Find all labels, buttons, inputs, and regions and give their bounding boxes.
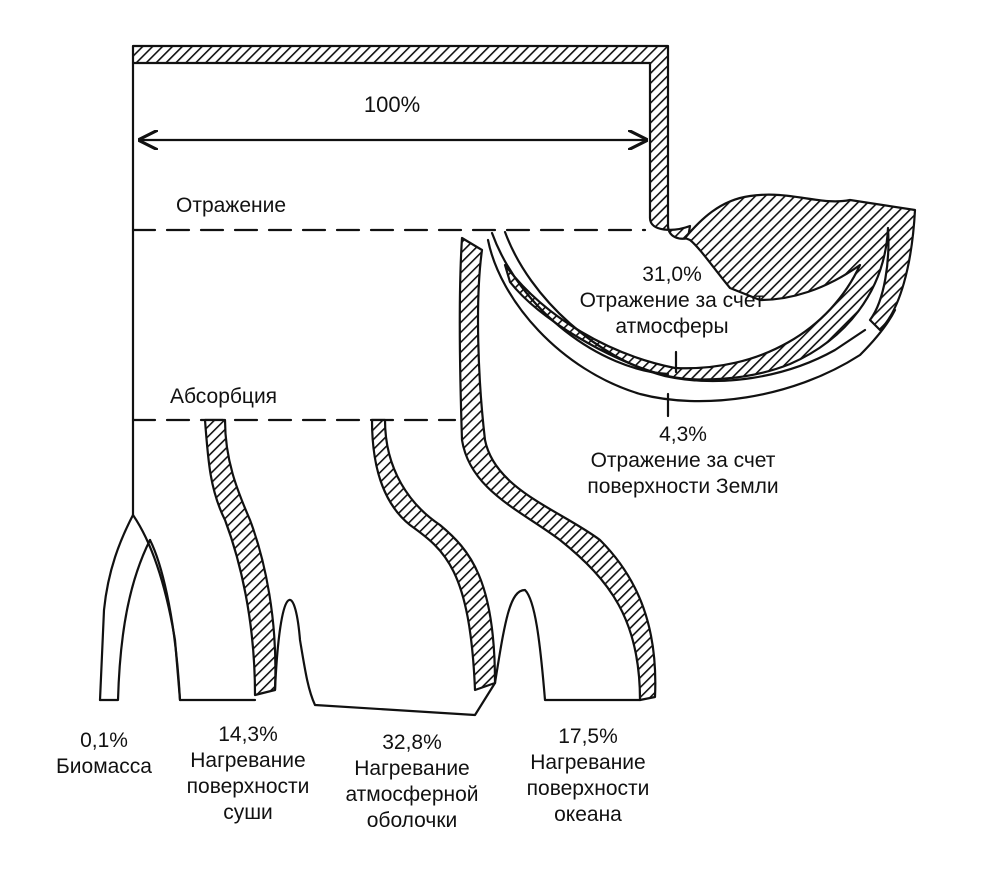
biomass-inner bbox=[98, 538, 152, 702]
output-line1: Нагревание bbox=[190, 749, 306, 772]
surface-reflection-line1: Отражение за счет bbox=[590, 449, 776, 472]
atmo-left bbox=[273, 598, 497, 717]
total-value-label: 100% bbox=[363, 92, 421, 117]
output-line3: океана bbox=[554, 803, 622, 826]
flow-left-edge bbox=[98, 61, 135, 702]
atmosphere-reflection-inner bbox=[490, 231, 670, 376]
reflection-section-label: Отражение bbox=[176, 194, 287, 217]
atmosphere-reflection-line1: Отражение за счет bbox=[579, 289, 765, 312]
absorption-section-label: Абсорбция bbox=[170, 385, 278, 408]
atmosphere-reflection-value: 31,0% bbox=[642, 263, 702, 286]
ocean-band bbox=[458, 236, 657, 702]
ocean-left bbox=[493, 588, 642, 702]
output-value: 32,8% bbox=[382, 731, 442, 754]
output-ocean-label: 17,5% Нагревание поверхности океана bbox=[527, 724, 650, 828]
surface-reflection-line2: поверхности Земли bbox=[587, 475, 779, 498]
surface-reflection-band bbox=[503, 230, 867, 383]
surface-reflection-outer bbox=[486, 238, 897, 403]
output-line2: атмосферной bbox=[345, 783, 479, 806]
output-value: 17,5% bbox=[558, 725, 618, 748]
surface-reflection-value: 4,3% bbox=[659, 423, 707, 446]
output-line1: Нагревание bbox=[354, 757, 470, 780]
output-value: 0,1% bbox=[80, 729, 128, 752]
output-atmosphere-label: 32,8% Нагревание атмосферной оболочки bbox=[345, 730, 478, 834]
land-band bbox=[203, 418, 277, 697]
output-line2: поверхности bbox=[186, 775, 310, 798]
land-left bbox=[148, 538, 182, 702]
output-line1: Нагревание bbox=[530, 751, 646, 774]
output-line3: суши bbox=[223, 801, 273, 824]
output-line2: поверхности bbox=[526, 777, 650, 800]
output-biomass-label: 0,1% Биомасса bbox=[56, 728, 152, 780]
atmosphere-reflection-line2: атмосферы bbox=[615, 315, 729, 338]
output-land-label: 14,3% Нагревание поверхности суши bbox=[187, 722, 310, 826]
input-band-hatch bbox=[131, 44, 692, 240]
atmosphere-reflection-label: 31,0% Отражение за счет атмосферы bbox=[580, 262, 765, 340]
output-value: 14,3% bbox=[218, 723, 278, 746]
surface-reflection-label: 4,3% Отражение за счет поверхности Земли bbox=[587, 422, 778, 500]
output-line1: Биомасса bbox=[56, 755, 152, 778]
output-line3: оболочки bbox=[366, 809, 458, 832]
